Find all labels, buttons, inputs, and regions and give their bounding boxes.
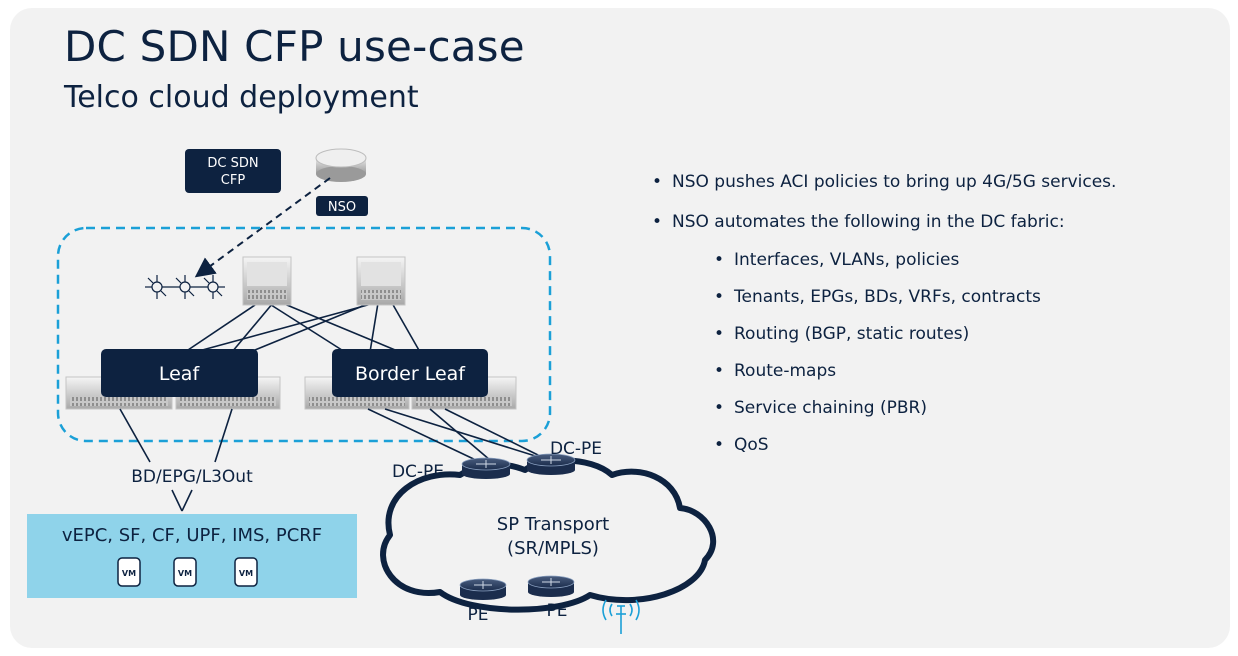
transport-label-line1: SP Transport [497, 514, 609, 535]
vm-label: VM [178, 569, 192, 578]
pe-right-label: PE [547, 601, 568, 621]
pe-router-right [527, 575, 575, 597]
spine-switch-1 [242, 256, 292, 306]
sub-bullet-list: Interfaces, VLANs, policies Tenants, EPG… [712, 250, 1116, 455]
page-title: DC SDN CFP use-case [64, 22, 525, 71]
aci-fabric-boundary [56, 226, 552, 443]
bullet-item-label: NSO automates the following in the DC fa… [672, 212, 1065, 232]
vm-label: VM [122, 569, 136, 578]
feature-list: NSO pushes ACI policies to bring up 4G/5… [650, 172, 1116, 475]
border-leaf-pe-links [367, 408, 546, 463]
sub-bullet-item: Route-maps [712, 361, 1116, 381]
sub-bullet-item: Routing (BGP, static routes) [712, 324, 1116, 344]
vm-label: VM [239, 569, 253, 578]
bullet-item: NSO pushes ACI policies to bring up 4G/5… [650, 172, 1116, 192]
apic-controller-icon [145, 275, 225, 299]
radio-tower-icon [602, 599, 640, 634]
dc-pe-router-right [526, 453, 576, 475]
bullet-item: NSO automates the following in the DC fa… [650, 212, 1116, 455]
spine-switch-2 [356, 256, 406, 306]
leaf-workload-links [119, 408, 233, 512]
sub-bullet-item: Service chaining (PBR) [712, 398, 1116, 418]
leaf-label: Leaf [159, 363, 201, 385]
bd-epg-label: BD/EPG/L3Out [131, 467, 253, 487]
nso-label: NSO [328, 200, 356, 215]
sub-bullet-item: QoS [712, 435, 1116, 455]
nso-push-arrow [194, 177, 331, 278]
workloads-label: vEPC, SF, CF, UPF, IMS, PCRF [62, 525, 322, 546]
border-leaf-box: Border Leaf [332, 349, 488, 397]
nso-server-icon [315, 148, 367, 182]
pe-router-left [459, 578, 507, 600]
dc-pe-router-left [461, 457, 511, 479]
spine-leaf-links [184, 302, 421, 353]
vm-icon: VM [173, 557, 197, 587]
nso-label-box: NSO [316, 196, 368, 216]
cfp-label-line2: CFP [221, 173, 246, 188]
pe-left-label: PE [468, 605, 489, 625]
sub-bullet-item: Tenants, EPGs, BDs, VRFs, contracts [712, 287, 1116, 307]
dc-pe-left-label: DC-PE [392, 462, 444, 482]
cfp-box: DC SDN CFP [185, 149, 281, 193]
transport-label-line2: (SR/MPLS) [507, 538, 599, 559]
dc-pe-right-label: DC-PE [550, 439, 602, 459]
leaf-box: Leaf [101, 349, 258, 397]
vm-icon: VM [234, 557, 258, 587]
sub-bullet-item: Interfaces, VLANs, policies [712, 250, 1116, 270]
page-subtitle: Telco cloud deployment [64, 80, 419, 115]
cfp-label-line1: DC SDN [207, 156, 258, 171]
vm-icon: VM [117, 557, 141, 587]
border-leaf-label: Border Leaf [355, 363, 466, 385]
